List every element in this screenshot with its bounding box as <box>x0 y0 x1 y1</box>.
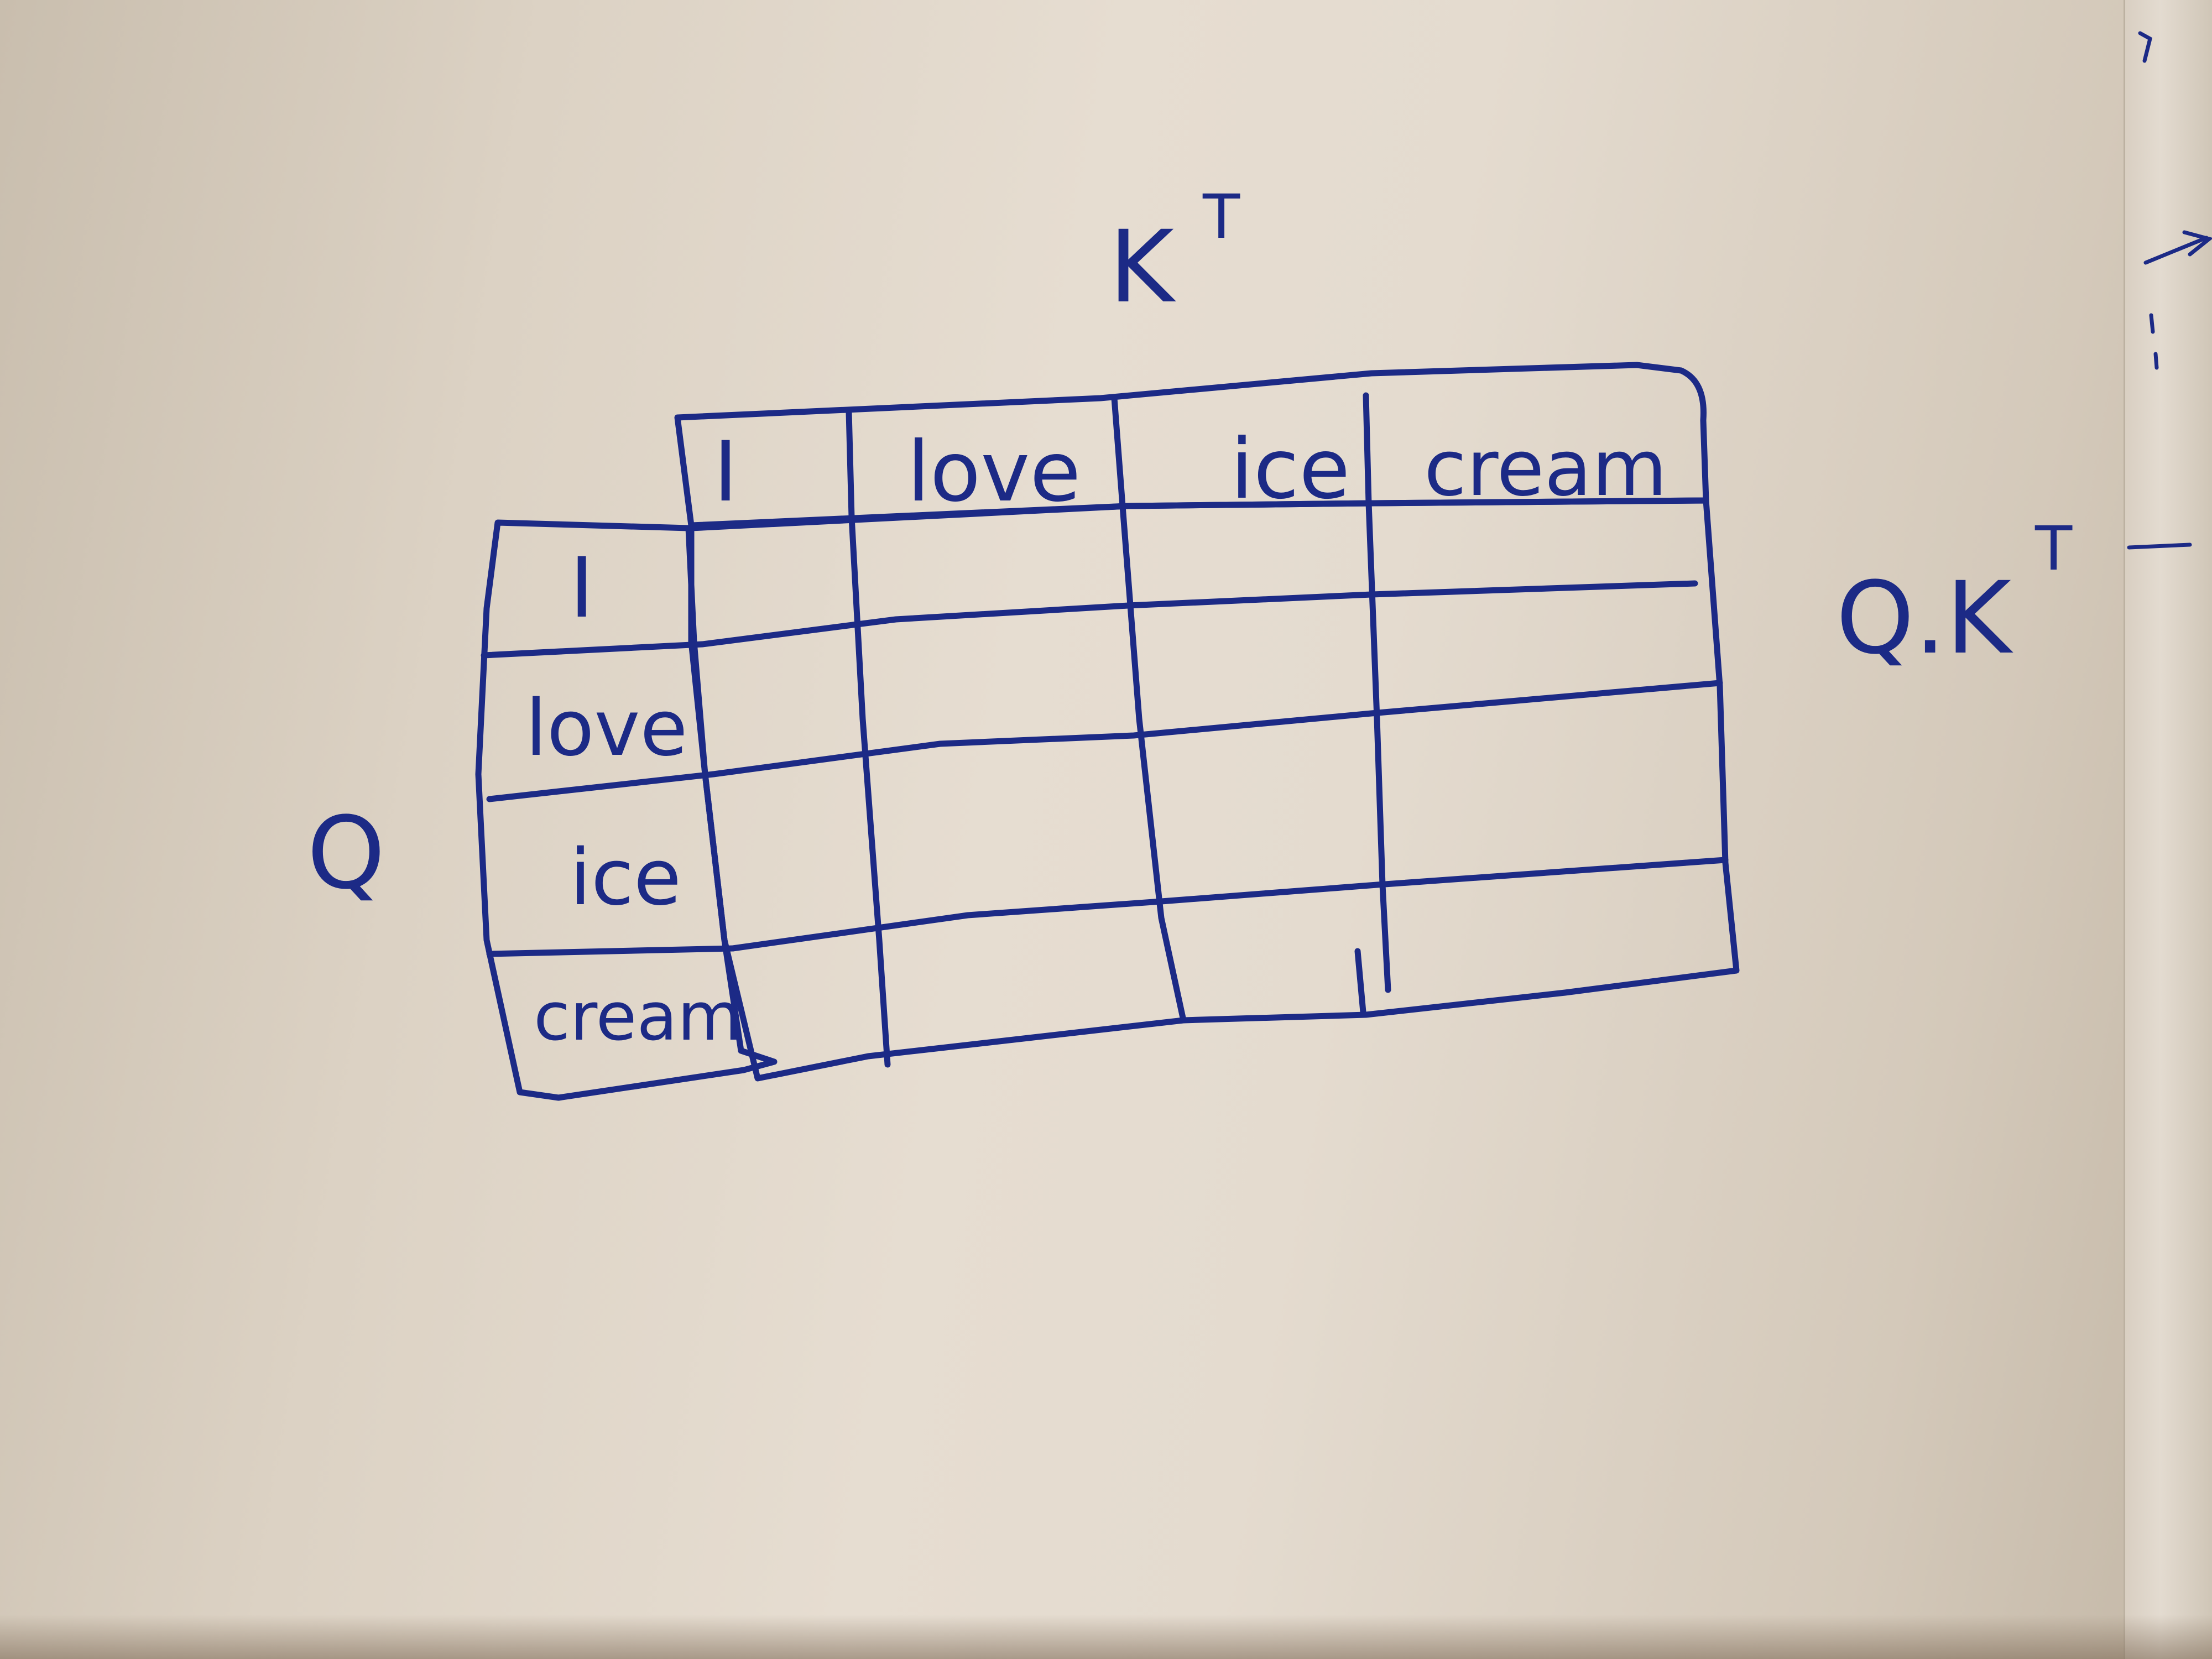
score-grid-row-line <box>699 580 1698 648</box>
k-transpose-superscript: T <box>1202 181 1240 252</box>
page-edge <box>2124 0 2212 1659</box>
k-column-header: I <box>713 424 738 520</box>
q-row-divider <box>486 945 736 957</box>
score-grid-column-line <box>1354 500 1391 1015</box>
k-header-divider <box>1111 395 1126 509</box>
k-header-divider <box>846 409 855 520</box>
margin-arrow-mark <box>2143 230 2212 265</box>
q-row-divider <box>481 641 706 659</box>
margin-mark <box>2149 313 2159 370</box>
k-transpose-label: K <box>1109 210 1176 325</box>
bottom-shadow <box>0 1615 2212 1659</box>
q-row-label: ice <box>570 833 681 923</box>
q-row-label: cream <box>534 979 742 1056</box>
score-grid-column-line <box>1119 503 1187 1024</box>
margin-mark <box>2127 542 2192 550</box>
qk-transpose-superscript: T <box>2034 513 2073 584</box>
q-row-divider <box>486 771 717 802</box>
k-header-divider <box>1363 392 1372 507</box>
k-column-header: ice <box>1230 421 1350 518</box>
score-grid-outline <box>688 497 1740 1082</box>
q-label: Q <box>307 796 385 911</box>
k-column-header: love <box>907 424 1081 520</box>
k-column-header: cream <box>1424 424 1667 514</box>
score-grid-column-line <box>848 514 891 1068</box>
q-row-label: I <box>570 540 594 637</box>
qk-transpose-label: Q.K <box>1836 561 2013 676</box>
margin-mark <box>2138 31 2153 63</box>
q-row-label: love <box>525 684 688 774</box>
